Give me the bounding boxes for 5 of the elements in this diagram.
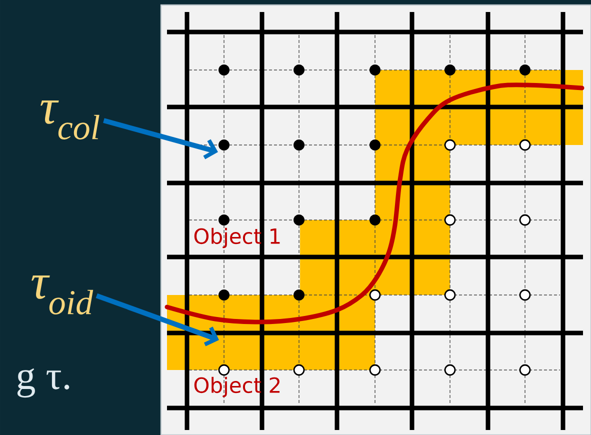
slide-text: g τ. xyxy=(17,368,70,398)
symbol-label: τ$_{oid}$ xyxy=(32,275,94,314)
arrow xyxy=(96,293,219,346)
arrow xyxy=(103,118,218,160)
symbol-label: τ$_{col}$ xyxy=(40,100,100,140)
